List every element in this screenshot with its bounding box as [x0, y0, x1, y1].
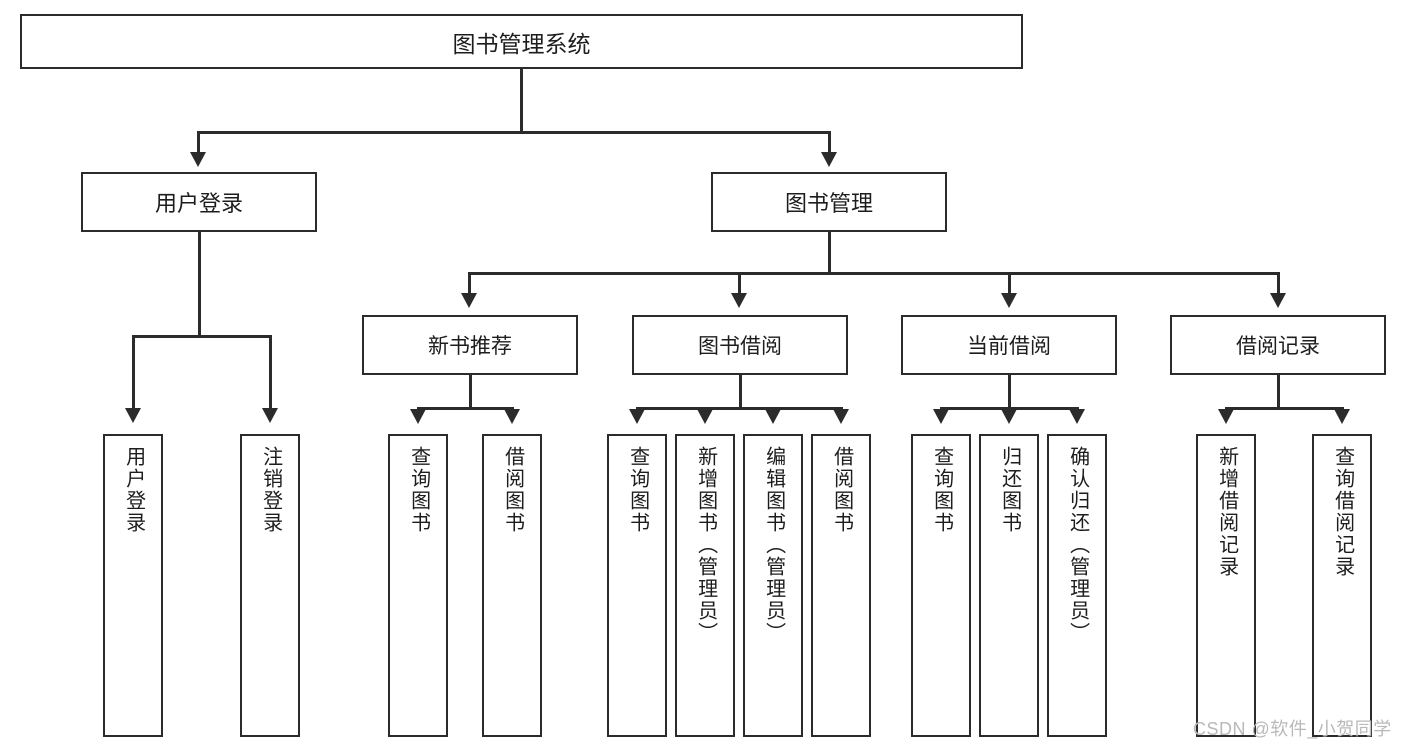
- leaf-book-borrow-1[interactable]: 新增图书（管理员）: [675, 434, 735, 737]
- connector-bm-to-new-book: [468, 272, 471, 294]
- node-label: 注销登录: [259, 446, 282, 534]
- node-label: 当前借阅: [967, 335, 1051, 358]
- node-label: 借阅记录: [1236, 335, 1320, 358]
- leaf-book-borrow-0[interactable]: 查询图书: [607, 434, 667, 737]
- node-label: 用户登录: [122, 446, 145, 534]
- connector-root-stem: [520, 69, 523, 131]
- node-label: 查询图书: [626, 446, 649, 534]
- node-label: 归还图书: [998, 446, 1021, 534]
- connector-bm-to-current-borrow: [1008, 272, 1011, 294]
- node-label: 查询借阅记录: [1331, 446, 1354, 578]
- arrow-book-borrow-leaf-2: [765, 409, 781, 424]
- connector-book-management-bus: [468, 272, 1280, 275]
- arrow-new-book-leaf-0: [410, 409, 426, 424]
- leaf-current-borrow-2[interactable]: 确认归还（管理员）: [1047, 434, 1107, 737]
- arrow-user-login-leaf-1: [262, 408, 278, 423]
- node-new-book-recommend[interactable]: 新书推荐: [362, 315, 578, 375]
- connector-new-book-stem: [469, 375, 472, 407]
- leaf-current-borrow-0[interactable]: 查询图书: [911, 434, 971, 737]
- leaf-user-login-0[interactable]: 用户登录: [103, 434, 163, 737]
- node-label: 用户登录: [154, 191, 243, 216]
- arrow-borrow-record-leaf-0: [1218, 409, 1234, 424]
- node-book-borrow[interactable]: 图书借阅: [632, 315, 848, 375]
- connector-user-login-stem: [198, 232, 201, 335]
- csdn-watermark: CSDN @软件_小贺同学: [1193, 719, 1392, 739]
- leaf-book-borrow-2[interactable]: 编辑图书（管理员）: [743, 434, 803, 737]
- connector-bm-to-borrow-record: [1277, 272, 1280, 294]
- connector-book-management-stem: [828, 232, 831, 272]
- arrow-user-login-leaf-0: [125, 408, 141, 423]
- node-label: 图书管理: [784, 191, 873, 216]
- connector-user-login-leaf-1: [269, 335, 272, 409]
- connector-book-borrow-bus: [636, 407, 843, 410]
- node-label: 图书管理系统: [452, 30, 591, 57]
- node-label: 借阅图书: [501, 446, 524, 534]
- connector-book-borrow-stem: [739, 375, 742, 407]
- connector-user-login-bus: [132, 335, 269, 338]
- arrow-book-borrow-leaf-1: [697, 409, 713, 424]
- leaf-borrow-record-1[interactable]: 查询借阅记录: [1312, 434, 1372, 737]
- connector-borrow-record-stem: [1277, 375, 1280, 407]
- connector-borrow-record-bus: [1225, 407, 1344, 410]
- connector-new-book-bus: [417, 407, 514, 410]
- leaf-user-login-1[interactable]: 注销登录: [240, 434, 300, 737]
- arrow-new-book-leaf-1: [504, 409, 520, 424]
- node-borrow-record[interactable]: 借阅记录: [1170, 315, 1386, 375]
- arrow-borrow-record-leaf-1: [1334, 409, 1350, 424]
- arrow-to-borrow-record: [1270, 293, 1286, 308]
- leaf-new-book-recommend-0[interactable]: 查询图书: [388, 434, 448, 737]
- node-book-management[interactable]: 图书管理: [711, 172, 947, 232]
- node-label: 新增图书（管理员）: [694, 446, 717, 644]
- node-root-book-management-system[interactable]: 图书管理系统: [20, 14, 1023, 69]
- arrow-book-borrow-leaf-3: [833, 409, 849, 424]
- arrow-book-borrow-leaf-0: [629, 409, 645, 424]
- connector-root-to-book-management: [828, 131, 831, 153]
- connector-root-bus: [197, 131, 831, 134]
- arrow-current-borrow-leaf-1: [1001, 409, 1017, 424]
- node-label: 新增借阅记录: [1215, 446, 1238, 578]
- arrow-to-new-book-recommend: [461, 293, 477, 308]
- node-user-login[interactable]: 用户登录: [81, 172, 317, 232]
- arrow-current-borrow-leaf-2: [1069, 409, 1085, 424]
- connector-user-login-leaf-0: [132, 335, 135, 409]
- arrow-to-user-login: [190, 152, 206, 167]
- arrow-current-borrow-leaf-0: [933, 409, 949, 424]
- leaf-current-borrow-1[interactable]: 归还图书: [979, 434, 1039, 737]
- node-label: 新书推荐: [428, 335, 512, 358]
- arrow-to-book-management: [821, 152, 837, 167]
- connector-current-borrow-stem: [1008, 375, 1011, 407]
- node-current-borrow[interactable]: 当前借阅: [901, 315, 1117, 375]
- arrow-to-current-borrow: [1001, 293, 1017, 308]
- node-label: 确认归还（管理员）: [1066, 446, 1089, 644]
- leaf-book-borrow-3[interactable]: 借阅图书: [811, 434, 871, 737]
- node-label: 查询图书: [407, 446, 430, 534]
- leaf-borrow-record-0[interactable]: 新增借阅记录: [1196, 434, 1256, 737]
- node-label: 查询图书: [930, 446, 953, 534]
- node-label: 借阅图书: [830, 446, 853, 534]
- connector-bm-to-book-borrow: [738, 272, 741, 294]
- node-label: 图书借阅: [698, 335, 782, 358]
- arrow-to-book-borrow: [731, 293, 747, 308]
- leaf-new-book-recommend-1[interactable]: 借阅图书: [482, 434, 542, 737]
- node-label: 编辑图书（管理员）: [762, 446, 785, 644]
- connector-root-to-user-login: [197, 131, 200, 153]
